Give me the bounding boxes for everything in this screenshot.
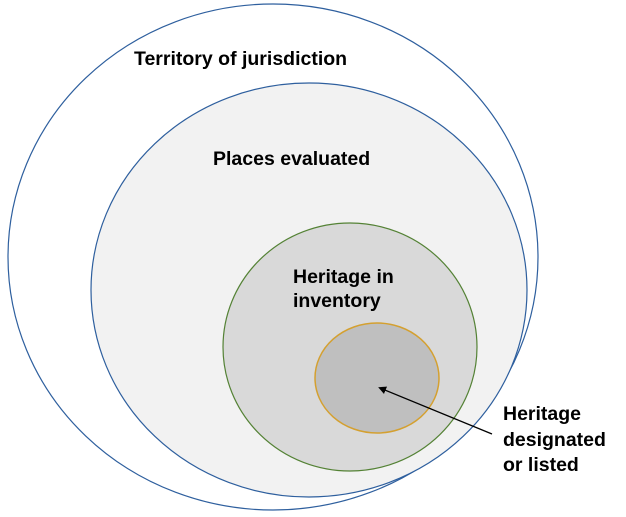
heritage-inventory-label: Heritage in inventory: [293, 266, 399, 312]
heritage-inventory-label-line-2: inventory: [293, 290, 381, 312]
heritage-inventory-label-line-1: Heritage in: [293, 266, 394, 288]
heritage-designated-label-line-1: Heritage: [503, 403, 581, 425]
heritage-designated-label-line-2: designated: [503, 429, 606, 451]
territory-label: Territory of jurisdiction: [134, 48, 347, 70]
heritage-designated-ellipse: [314, 322, 440, 434]
heritage-designated-label: Heritage designated or listed: [503, 403, 611, 476]
heritage-designated-label-line-3: or listed: [503, 454, 579, 476]
callout-arrow: [378, 386, 493, 435]
places-evaluated-label: Places evaluated: [213, 148, 370, 170]
